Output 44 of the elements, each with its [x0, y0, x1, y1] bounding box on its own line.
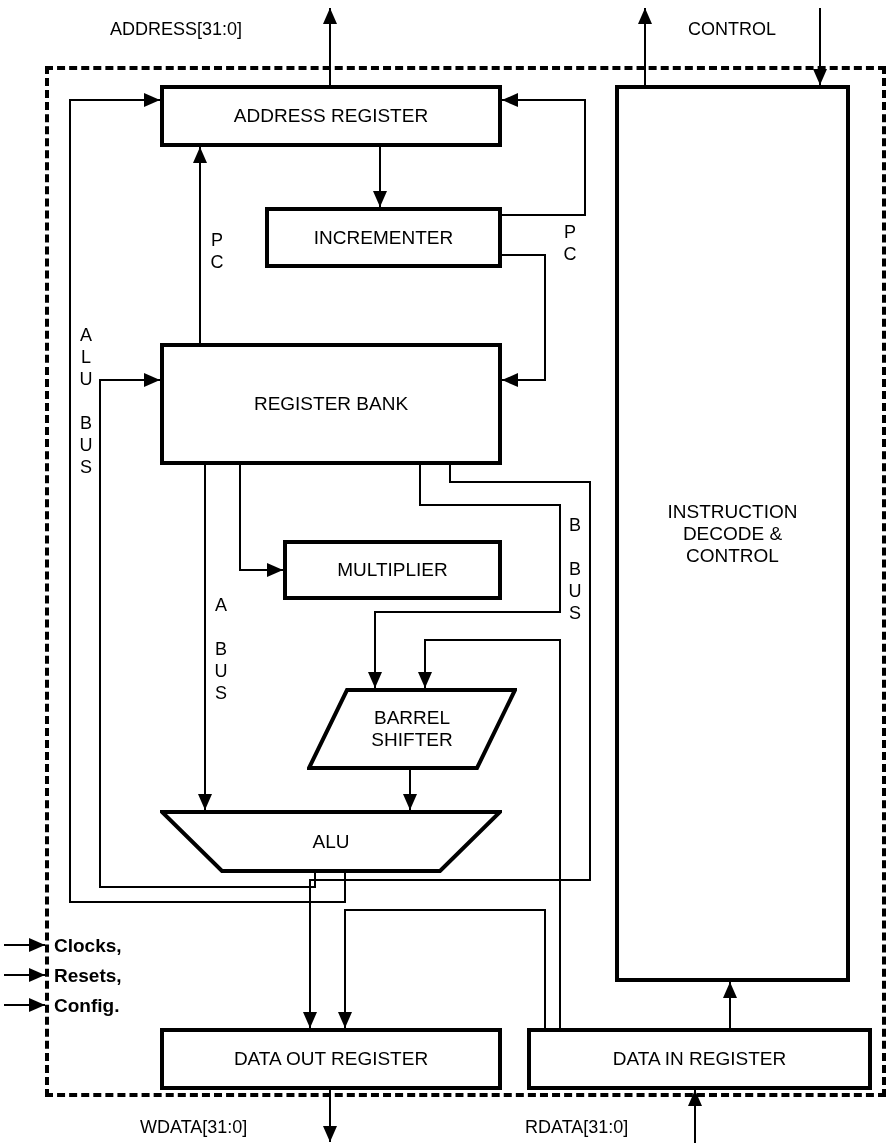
- register-block: DATA OUT REGISTER: [160, 1028, 502, 1090]
- shifter-block: BARREL SHIFTER: [307, 688, 517, 770]
- arrow: [501, 93, 586, 216]
- arrow: [418, 639, 561, 1029]
- register-bank-block: REGISTER BANK: [160, 343, 502, 465]
- bus-label: B BUS: [566, 515, 584, 625]
- arrow: [323, 1089, 337, 1143]
- control-unit-block: INSTRUCTION DECODE & CONTROL: [615, 85, 850, 982]
- arrow: [198, 464, 212, 811]
- register-block: ADDRESS REGISTER: [160, 85, 502, 147]
- signal-label: Config.: [54, 996, 120, 1015]
- bus-label: PC: [561, 222, 579, 266]
- arrow: [338, 909, 546, 1029]
- arrow: [723, 981, 737, 1029]
- register-block: DATA IN REGISTER: [527, 1028, 872, 1090]
- signal-label: WDATA[31:0]: [140, 1118, 248, 1136]
- arrow: [501, 254, 546, 387]
- arrow: [69, 93, 346, 903]
- arrow: [368, 464, 561, 689]
- arrow: [3, 998, 46, 1012]
- arrow: [303, 464, 591, 1029]
- signal-label: RDATA[31:0]: [525, 1118, 629, 1136]
- arrow: [688, 1089, 702, 1144]
- arrow: [373, 146, 387, 208]
- arrow: [99, 373, 316, 888]
- bus-label: A BUS: [212, 595, 230, 705]
- arrow: [638, 7, 652, 86]
- bus-label: PC: [208, 230, 226, 274]
- multiplier-block: MULTIPLIER: [283, 540, 502, 600]
- signal-label: Clocks,: [54, 936, 122, 955]
- bus-label: ALU BUS: [77, 325, 95, 479]
- signal-label: Resets,: [54, 966, 122, 985]
- arrow: [3, 938, 46, 952]
- arrow: [813, 7, 827, 86]
- arrow: [3, 968, 46, 982]
- signal-label: ADDRESS[31:0]: [110, 20, 243, 38]
- arrow: [403, 769, 417, 811]
- signal-label: CONTROL: [688, 20, 776, 38]
- arrow: [193, 146, 207, 344]
- arrow: [323, 7, 337, 86]
- alu-block: ALU: [160, 810, 502, 873]
- incrementer-block: INCREMENTER: [265, 207, 502, 268]
- dashed-frame: [45, 66, 886, 1097]
- arrow: [239, 464, 284, 577]
